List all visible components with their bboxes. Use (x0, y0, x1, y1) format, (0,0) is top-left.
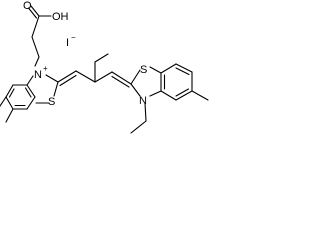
bond-n-c3a-right (149, 90, 162, 97)
atom-hydroxyl: OH (52, 11, 69, 23)
atom-sulfur-left: S (48, 96, 55, 108)
bond-c7a-c3a (26, 84, 36, 98)
bond-methine-right-c2 (111, 71, 132, 85)
bond-s-c7a-right (149, 66, 162, 74)
bond-methyl-right (191, 90, 209, 101)
atom-nitrogen-cation: N (34, 69, 42, 81)
bond-right-ring-2 (175, 63, 193, 73)
atom-nitrogen-right: N (139, 95, 147, 107)
bond-methine-right-c2-double (111, 75, 130, 88)
bond-c2-s-left (53, 81, 59, 97)
atom-nitrogen-charge: + (43, 64, 48, 73)
bond-carbonyl-c-o-double (27, 7, 38, 19)
bond-methyl-left-visible (5, 108, 14, 123)
bond-central-ethyl-2 (94, 53, 109, 63)
bond-methine-central (75, 70, 96, 83)
bond-right-ring-4 (175, 90, 193, 101)
bond-c2-methine (57, 70, 77, 83)
bond-c5-c6 (5, 96, 14, 110)
bond-right-ring-inner-1 (175, 67, 190, 76)
bond-n-c3a-left (26, 75, 34, 86)
bond-c4-c5 (5, 84, 14, 98)
atom-sulfur-right: S (140, 64, 147, 76)
bond-ch2-ch2 (31, 36, 40, 58)
atom-oxygen-carbonyl: O (23, 0, 32, 12)
bond-inner-c7a-c3a (24, 87, 32, 98)
bond-c2-methine-double (59, 74, 77, 87)
atom-iodide: I (66, 37, 69, 49)
bond-n-c2-left (45, 74, 59, 83)
bond-central-methine-right (94, 71, 113, 83)
bond-ch2-n (34, 56, 40, 67)
bond-n-ethyl-2 (130, 120, 147, 134)
bond-carbonyl-c-o (30, 5, 40, 17)
bond-right-ring-5 (160, 90, 177, 101)
chemical-structure-diagram: O OH I − N + S S N (0, 0, 209, 134)
bond-carboxyl-ch2 (31, 15, 40, 38)
bond-inner-c4-c5 (8, 88, 15, 98)
bond-right-ring-inner-2 (175, 88, 190, 97)
bond-c2-n-right (130, 83, 141, 97)
bond-right-ring-1 (160, 63, 177, 74)
atom-iodide-charge: − (71, 33, 76, 42)
bond-n-ethyl-1 (144, 102, 147, 122)
bond-c7-c7a (26, 96, 36, 110)
bond-methyl-left (0, 96, 7, 107)
bond-c2-s-right (130, 69, 141, 85)
